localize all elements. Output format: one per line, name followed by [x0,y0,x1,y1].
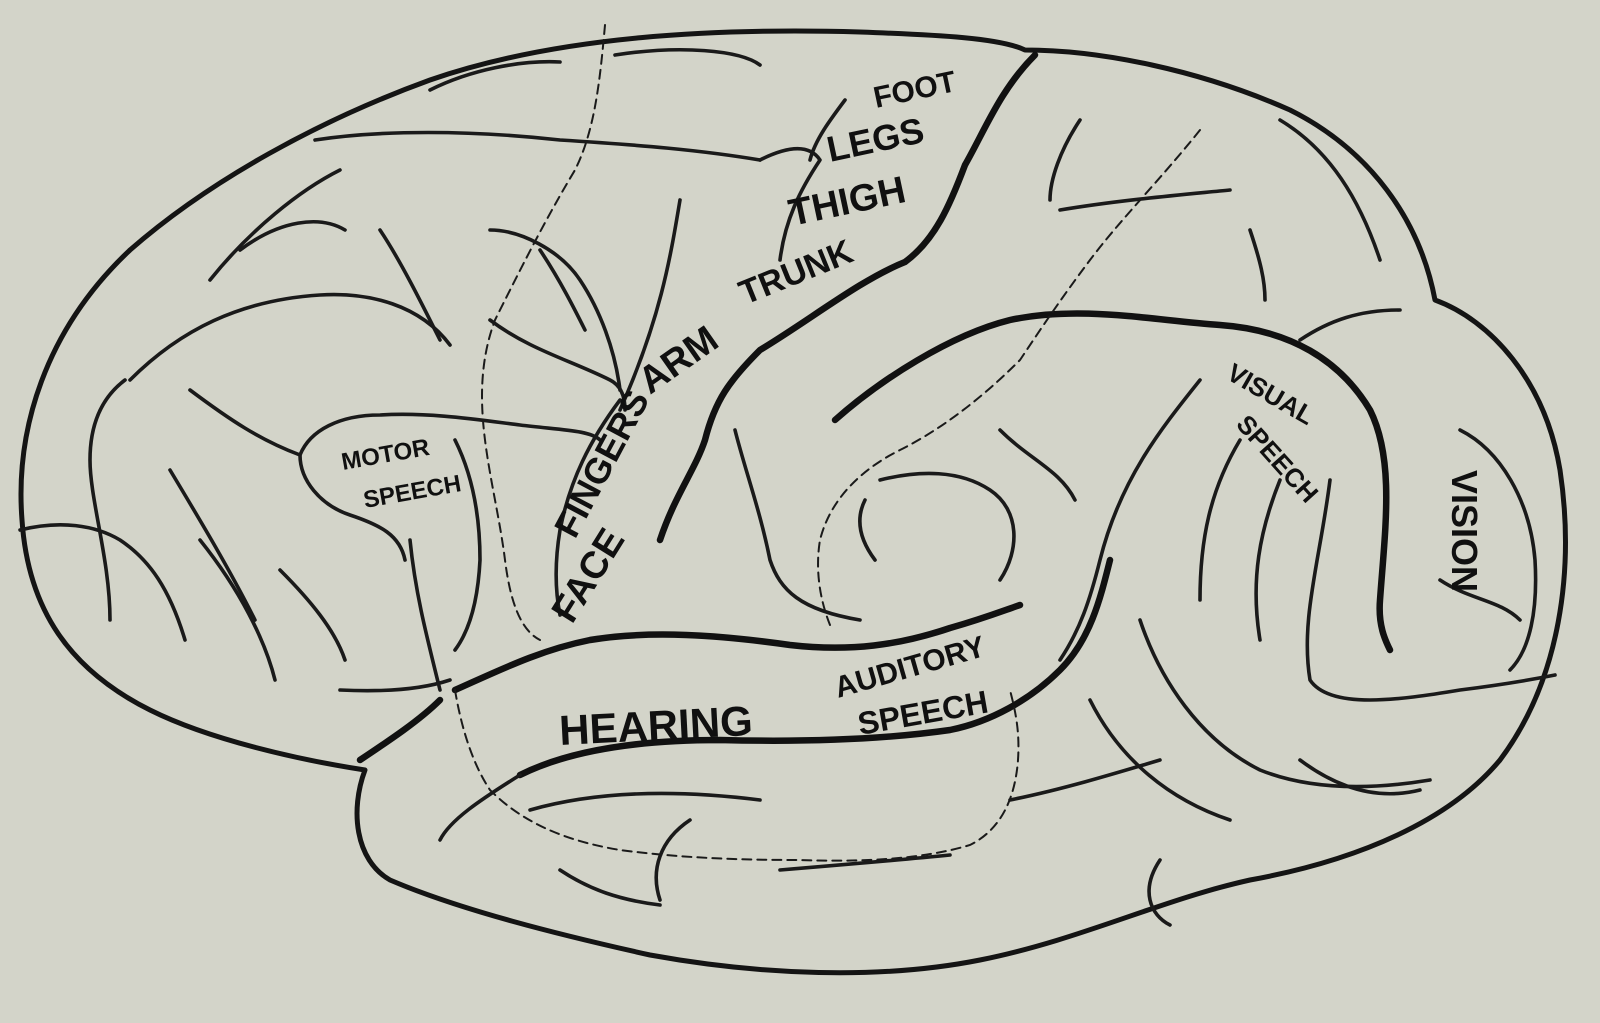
label-thigh: THIGH [785,169,909,235]
label-foot: FOOT [871,65,959,115]
superior-temporal-sulcus [356,556,1114,779]
label-fingers: FINGERS [546,383,657,544]
angular-gyrus-outline [831,310,1394,654]
central-sulcus [656,51,1039,544]
label-motor-speech-1: MOTOR [339,434,431,476]
label-hearing: HEARING [558,697,754,754]
brain-outline [18,28,1568,976]
label-visual-speech-1: VISUAL [1222,357,1320,431]
label-vision: VISION [1444,470,1485,592]
lateral-fissure [451,601,1024,694]
label-legs: LEGS [823,109,927,169]
label-motor-speech-2: SPEECH [361,470,463,514]
area-boundaries [454,24,1201,862]
label-arm: ARM [631,318,726,402]
gyri [18,48,1557,927]
label-visual-speech-2: SPEECH [1231,409,1325,509]
motor-speech-outline [298,412,602,562]
